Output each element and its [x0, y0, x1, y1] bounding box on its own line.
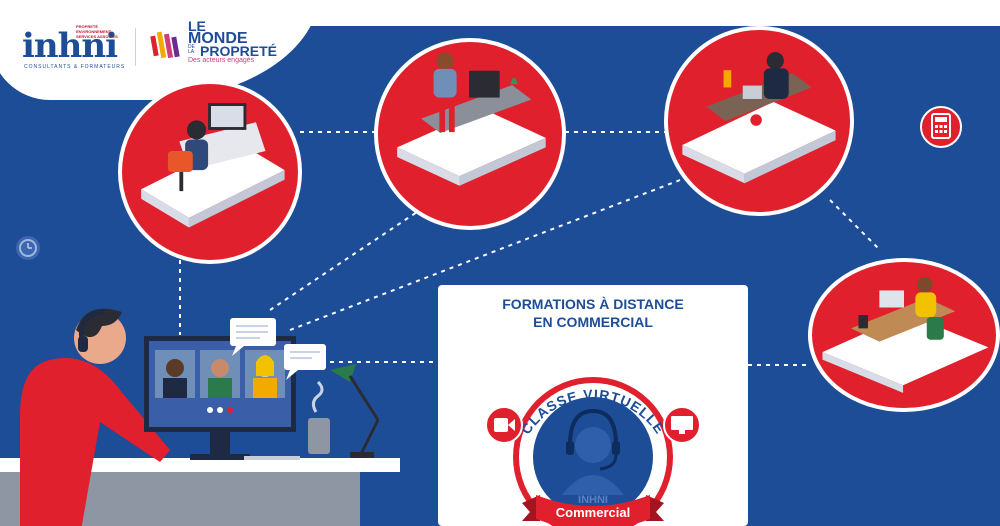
calculator-icon	[920, 106, 962, 148]
workstation-circle-1	[118, 80, 302, 264]
card-title-line-1: FORMATIONS À DISTANCE	[502, 296, 684, 312]
clock-icon	[16, 236, 40, 260]
monde-proprete-le: LE	[188, 18, 206, 34]
monde-proprete-monde: MONDE	[188, 30, 248, 47]
ribbon-label: Commercial	[556, 505, 630, 520]
workstation-circle-2	[374, 38, 566, 230]
monde-proprete-de-la: DE LA	[188, 44, 195, 55]
logo-divider	[135, 28, 136, 66]
inhni-subtitle: CONSULTANTS & FORMATEURS	[24, 64, 126, 70]
info-card: FORMATIONS À DISTANCE EN COMMERCIAL CLAS…	[438, 285, 748, 526]
commercial-ribbon: Commercial	[522, 495, 664, 526]
workstation-circle-3	[664, 26, 854, 216]
classe-virtuelle-badge: CLASSE VIRTUELLE INHNI	[485, 377, 701, 526]
video-call-scene	[0, 308, 400, 526]
inhni-logo: inhni	[22, 26, 118, 66]
headset-user-icon	[562, 408, 624, 495]
desk-lamp-icon	[330, 364, 380, 458]
card-title-line-2: EN COMMERCIAL	[533, 314, 653, 330]
monitor-icon	[663, 406, 701, 444]
badge-center-label: INHNI	[578, 494, 608, 506]
monde-proprete-mark-icon	[150, 31, 180, 59]
monde-proprete-tagline: Des acteurs engagés	[188, 57, 255, 64]
video-camera-icon	[485, 406, 523, 444]
coffee-cup-icon	[308, 380, 330, 454]
inhni-logo-lines: PROPRETÉ ENVIRONNEMENT SERVICES ASSOCIÉS	[76, 24, 118, 39]
monde-proprete-proprete: PROPRETÉ	[200, 43, 278, 59]
workstation-circle-4	[808, 258, 1000, 412]
